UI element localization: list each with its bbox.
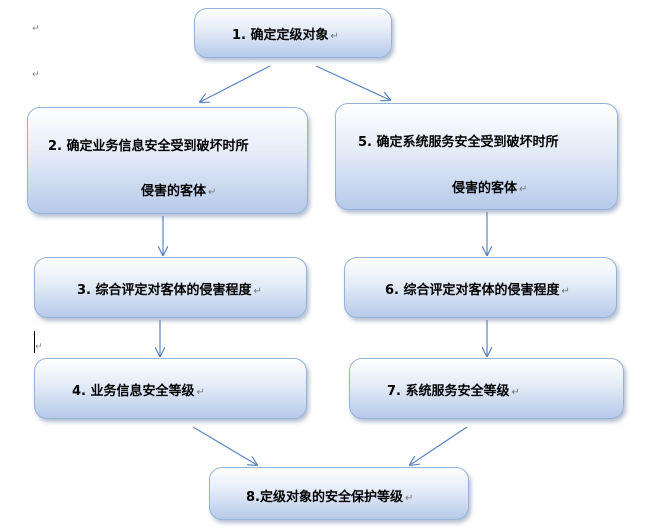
node-4-business-info-level: 4. 业务信息安全等级↵ bbox=[34, 358, 307, 419]
arrow-1-to-2 bbox=[200, 65, 271, 102]
node-4-mark: ↵ bbox=[196, 387, 205, 398]
arrow-1-to-5 bbox=[315, 65, 390, 100]
node-8-mark: ↵ bbox=[404, 493, 414, 504]
node-1-determine-object: 1. 确定定级对象↵ bbox=[194, 8, 392, 58]
node-1-mark: ↵ bbox=[330, 31, 339, 42]
node-6-label: 6. 综合评定对客体的侵害程度 bbox=[385, 283, 560, 298]
node-5-line2: 侵害的客体 bbox=[452, 181, 518, 196]
node-3-business-harm-degree: 3. 综合评定对客体的侵害程度↵ bbox=[34, 257, 307, 318]
node-5-system-service-object: 5. 确定系统服务安全受到破坏时所 侵害的客体↵ bbox=[335, 103, 618, 210]
node-8-label: 8.定级对象的安全保护等级 bbox=[246, 490, 403, 505]
paragraph-mark-2: ↵ bbox=[32, 70, 40, 80]
node-7-system-service-level: 7. 系统服务安全等级↵ bbox=[349, 358, 624, 419]
paragraph-mark-3: ↵ bbox=[35, 342, 43, 352]
node-3-label: 3. 综合评定对客体的侵害程度 bbox=[77, 283, 252, 298]
node-7-label: 7. 系统服务安全等级 bbox=[387, 384, 510, 399]
arrow-7-to-8 bbox=[410, 426, 468, 465]
node-7-mark: ↵ bbox=[511, 387, 520, 398]
node-6-mark: ↵ bbox=[561, 286, 570, 297]
node-4-label: 4. 业务信息安全等级 bbox=[72, 384, 195, 399]
arrow-4-to-8 bbox=[192, 426, 257, 465]
text-cursor bbox=[34, 331, 35, 353]
node-3-mark: ↵ bbox=[253, 286, 262, 297]
node-5-line1: 5. 确定系统服务安全受到破坏时所 bbox=[358, 135, 559, 150]
node-8-protection-level: 8.定级对象的安全保护等级↵ bbox=[209, 467, 469, 520]
node-2-line2: 侵害的客体 bbox=[141, 184, 207, 199]
node-2-line1: 2. 确定业务信息安全受到破坏时所 bbox=[48, 139, 249, 154]
node-2-business-info-object: 2. 确定业务信息安全受到破坏时所 侵害的客体↵ bbox=[27, 107, 308, 214]
node-5-mark: ↵ bbox=[519, 184, 528, 195]
node-6-service-harm-degree: 6. 综合评定对客体的侵害程度↵ bbox=[344, 257, 617, 318]
paragraph-mark-1: ↵ bbox=[32, 24, 40, 34]
node-1-label: 1. 确定定级对象 bbox=[232, 28, 329, 43]
node-2-mark: ↵ bbox=[208, 187, 217, 198]
